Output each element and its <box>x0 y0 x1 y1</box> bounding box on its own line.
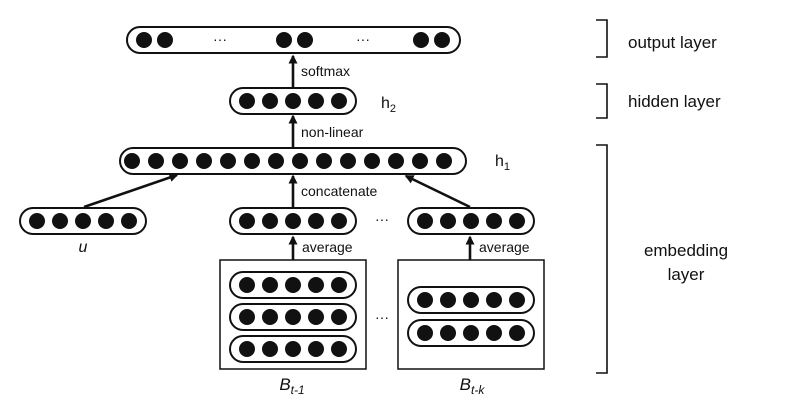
h2-label: h2 <box>381 95 396 115</box>
bt1-label: Bt-1 <box>279 375 304 397</box>
ellipsis: ··· <box>213 31 227 47</box>
btk-box <box>397 259 545 370</box>
u-label: u <box>79 239 88 256</box>
h1-label: h1 <box>495 153 510 173</box>
embedding-layer-label-2: layer <box>668 265 705 284</box>
ellipsis: ··· <box>375 211 389 227</box>
nonlinear-label: non-linear <box>301 124 364 140</box>
embedding-layer-bracket <box>596 144 608 374</box>
output-layer-label: output layer <box>628 33 717 52</box>
hidden-layer-vector <box>229 87 357 115</box>
btk-to-h1-arrow <box>404 174 471 209</box>
u-vector <box>19 207 147 235</box>
average-right-label: average <box>479 239 530 255</box>
h1-concatenated-vector <box>119 147 467 175</box>
hidden-layer-bracket <box>596 83 608 119</box>
ellipsis: ··· <box>356 31 370 47</box>
btk-label: Bt-k <box>460 375 486 397</box>
bt1-box <box>219 259 367 370</box>
ellipsis: ··· <box>375 309 389 325</box>
average-vector-btk <box>407 207 535 235</box>
average-left-label: average <box>302 239 353 255</box>
u-to-h1-arrow <box>83 173 179 209</box>
softmax-label: softmax <box>301 63 350 79</box>
average-vector-bt1 <box>229 207 357 235</box>
embedding-layer-label: embedding <box>644 241 728 260</box>
output-layer-bracket <box>596 19 608 58</box>
output-layer-vector: ··· ··· <box>126 26 461 54</box>
concatenate-label: concatenate <box>301 183 377 199</box>
hidden-layer-label: hidden layer <box>628 92 721 111</box>
